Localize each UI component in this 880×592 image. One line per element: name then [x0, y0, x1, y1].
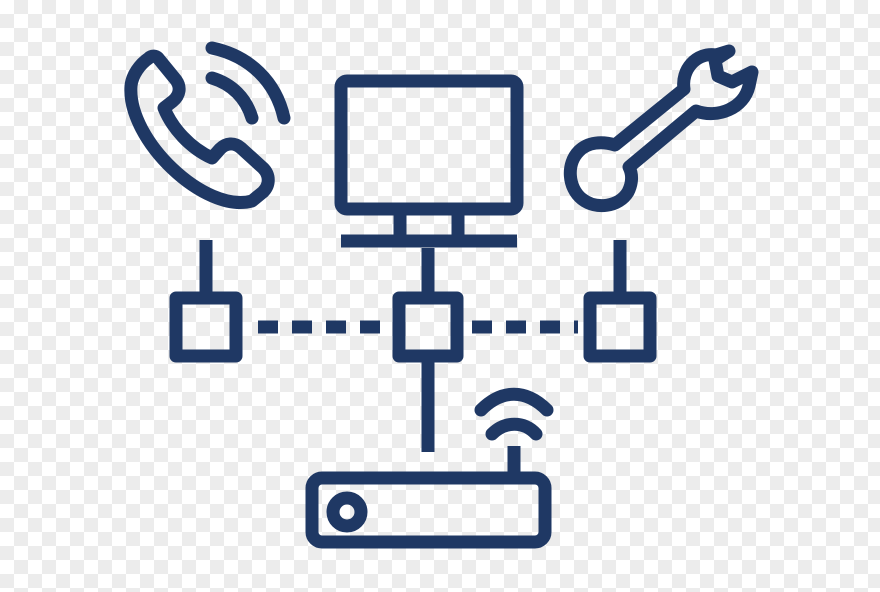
monitor-screen [334, 74, 524, 216]
center-node [392, 291, 464, 363]
right-node [583, 291, 657, 363]
wrench-shape [563, 44, 759, 213]
wifi-wave-inner [485, 417, 543, 441]
left-node [169, 291, 243, 363]
router-indicator-light [326, 491, 368, 533]
phone-handset-shape [124, 49, 275, 209]
router-body [305, 471, 552, 549]
wifi-router-icon [305, 387, 554, 549]
phone-icon [124, 41, 291, 209]
signal-wave-outer [205, 41, 291, 125]
wifi-wave-outer [474, 387, 554, 417]
monitor-icon [334, 74, 524, 248]
wrench-icon [563, 44, 759, 213]
signal-wave-inner [205, 71, 259, 125]
